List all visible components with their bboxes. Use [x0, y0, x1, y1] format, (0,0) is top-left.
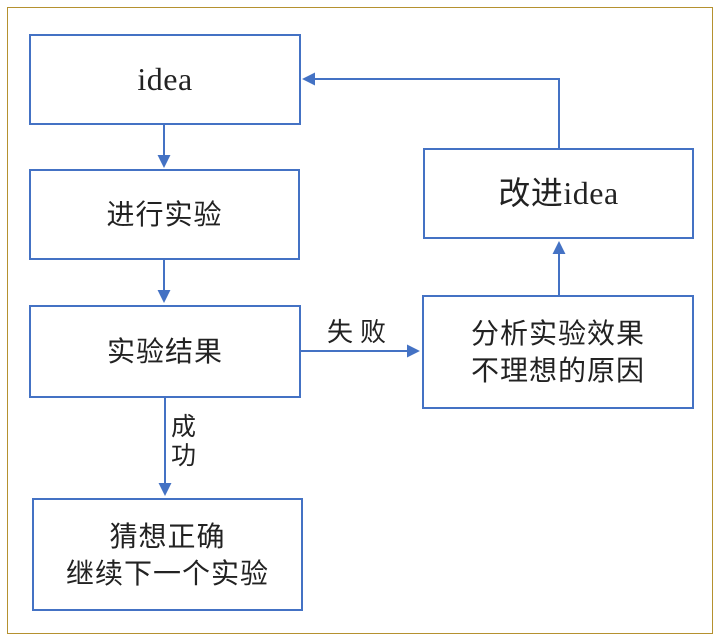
node-guess-correct-line1: 猜想正确 — [109, 520, 226, 552]
outer-frame — [7, 7, 713, 634]
node-analyze-failure-line1: 分析实验效果 — [470, 318, 645, 349]
node-guess-correct-line2: 继续下一个实验 — [65, 557, 269, 589]
node-guess-correct: 猜想正确 继续下一个实验 — [32, 498, 303, 611]
edge-improve-to-idea — [302, 72, 560, 148]
edge-label-success-char1: 成 — [171, 413, 197, 441]
node-experiment-result-label: 实验结果 — [106, 336, 223, 367]
node-analyze-failure: 分析实验效果 不理想的原因 — [422, 295, 694, 409]
node-do-experiment: 进行实验 — [29, 169, 300, 260]
edge-label-failure: 失败 — [327, 317, 394, 347]
node-improve-idea: 改进idea — [423, 148, 694, 239]
node-analyze-failure-line2: 不理想的原因 — [470, 355, 645, 386]
node-improve-idea-label: 改进idea — [498, 175, 619, 211]
node-experiment-result: 实验结果 — [29, 305, 301, 398]
node-idea: idea — [29, 34, 301, 125]
node-idea-label: idea — [137, 61, 193, 97]
edge-label-success: 成 功 — [171, 413, 196, 471]
edge-label-success-char2: 功 — [171, 442, 197, 470]
node-do-experiment-label: 进行实验 — [106, 199, 223, 230]
